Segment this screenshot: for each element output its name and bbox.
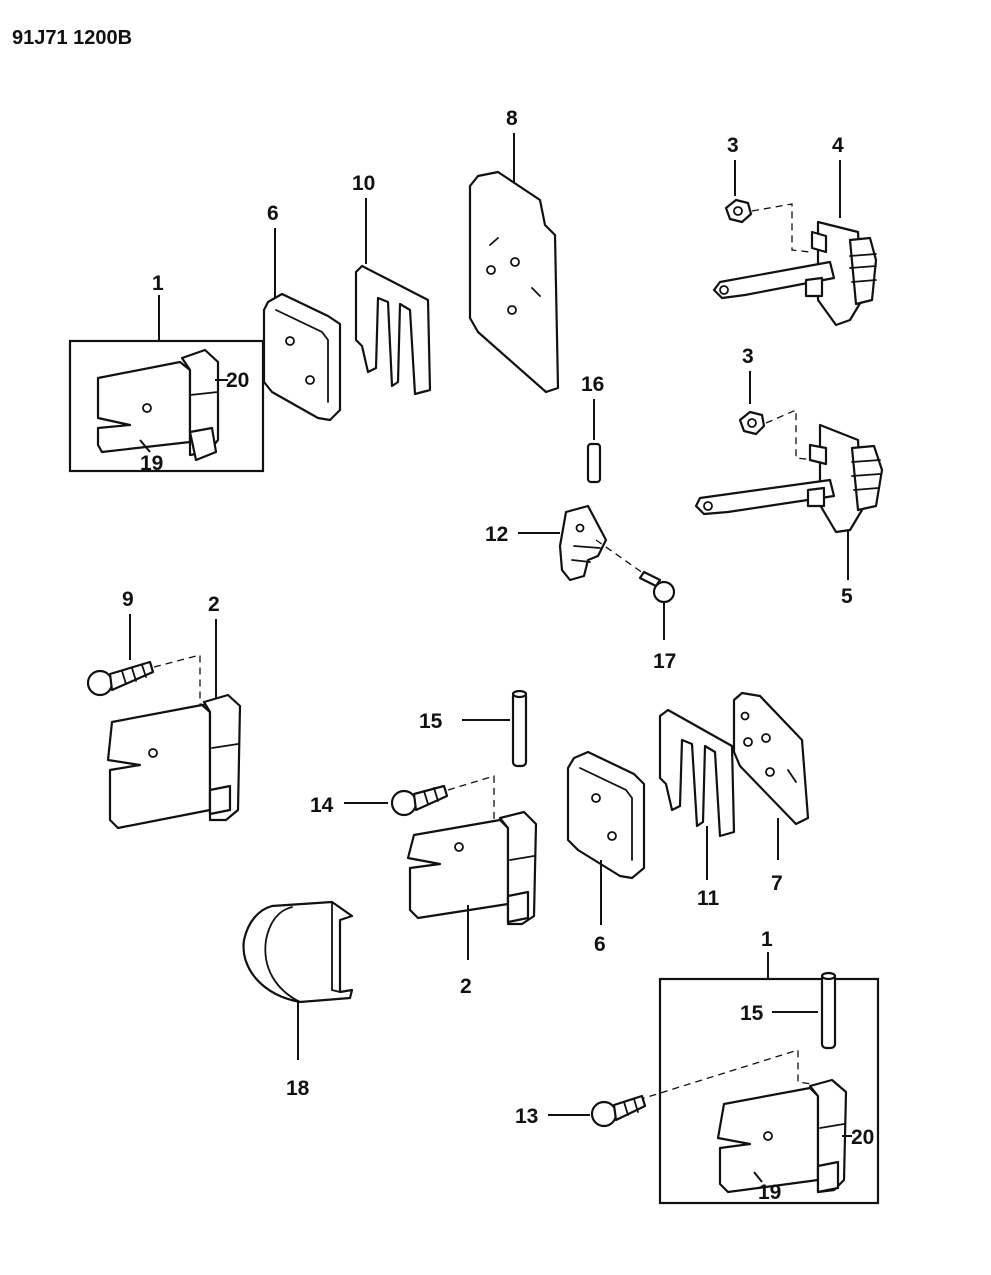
callout-19-upper: 19 — [140, 452, 163, 475]
callout-9: 9 — [122, 588, 134, 611]
door-check-link-upper — [712, 220, 878, 327]
hinge-pin-middle — [511, 689, 528, 768]
kit-box-lower — [658, 977, 880, 1205]
callout-2-left: 2 — [208, 593, 220, 616]
callout-5: 5 — [841, 585, 853, 608]
callout-15-lower: 15 — [740, 1002, 764, 1025]
reinforcement-plate — [468, 170, 560, 394]
callout-2-middle: 2 — [460, 975, 472, 998]
callout-14: 14 — [310, 794, 334, 817]
callout-3-lower: 3 — [742, 345, 754, 368]
shim-pad-upper — [262, 292, 342, 422]
callout-11: 11 — [697, 887, 720, 910]
hinge-plate — [732, 691, 810, 826]
hinge-pin-lower — [820, 971, 837, 1050]
callout-12: 12 — [485, 523, 508, 546]
hinge-bracket — [558, 504, 608, 582]
callout-20-upper: 20 — [226, 369, 249, 392]
callout-13: 13 — [515, 1105, 538, 1128]
door-check-link-lower — [694, 423, 884, 534]
kit-box-upper — [68, 339, 265, 473]
nut-lower — [738, 410, 766, 436]
callout-6-lower: 6 — [594, 933, 606, 956]
slotted-shim-lower — [658, 708, 736, 838]
nut-upper — [724, 198, 753, 224]
bolt-14 — [390, 784, 449, 817]
callout-3-upper: 3 — [727, 134, 739, 157]
callout-6-upper: 6 — [267, 202, 279, 225]
callout-1-lower: 1 — [761, 928, 773, 951]
slotted-shim-upper — [354, 264, 432, 396]
callout-19-lower: 19 — [758, 1181, 781, 1204]
door-hinge-middle — [406, 810, 538, 926]
bolt-9 — [86, 660, 155, 697]
callout-4: 4 — [832, 134, 844, 157]
callout-18: 18 — [286, 1077, 310, 1100]
hinge-assembly-upper-kit — [96, 348, 220, 462]
hinge-assembly-lower-kit — [716, 1078, 848, 1194]
screw-17 — [638, 570, 676, 604]
callout-8: 8 — [506, 107, 518, 130]
callout-15-middle: 15 — [419, 710, 443, 733]
callout-16: 16 — [581, 373, 604, 396]
figure-code: 91J71 1200B — [12, 27, 132, 49]
callout-1-upper: 1 — [152, 272, 164, 295]
callout-7: 7 — [771, 872, 783, 895]
roll-pin — [586, 442, 602, 484]
callout-10: 10 — [352, 172, 375, 195]
bolt-13 — [590, 1094, 647, 1128]
callout-17: 17 — [653, 650, 676, 673]
door-hinge-left — [106, 693, 242, 830]
callout-20-lower: 20 — [851, 1126, 874, 1149]
shim-pad-lower — [566, 750, 646, 880]
hinge-cover — [242, 900, 354, 1004]
